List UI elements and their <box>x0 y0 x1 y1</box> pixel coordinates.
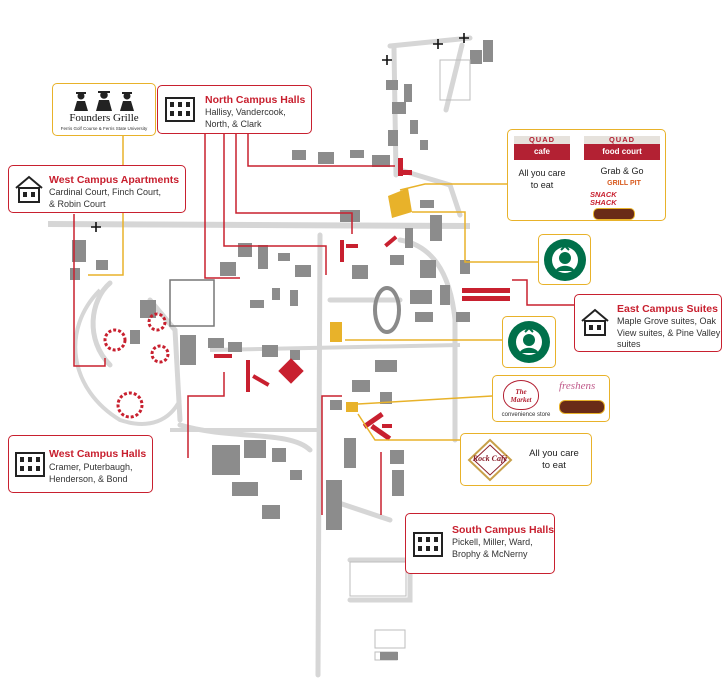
founders-grille-name: Founders Grille <box>69 112 139 124</box>
quad-dining-callout[interactable]: QUAD cafe All you care to eat QUAD food … <box>507 129 666 221</box>
starbucks-logo <box>544 239 586 281</box>
road-left-ring <box>73 288 182 426</box>
cross-marker-icon <box>91 33 469 232</box>
starbucks-logo <box>508 321 550 363</box>
house-icon <box>15 175 43 203</box>
building-icon <box>15 452 45 477</box>
road-northeast <box>443 42 465 113</box>
building-icon <box>413 532 443 557</box>
road-ring-west <box>90 280 113 368</box>
east-suites-subtitle: Maple Grove suites, Oak View suites, & P… <box>617 316 721 349</box>
snack-shack-logo: SNACK SHACK <box>590 190 617 207</box>
rock-cafe-callout[interactable]: Rock Café All you care to eat <box>460 433 592 486</box>
dining-buildings <box>330 188 412 412</box>
west-campus-apartments-callout[interactable]: West Campus Apartments Cardinal Court, F… <box>8 165 186 213</box>
west-apartments-title: West Campus Apartments <box>49 174 180 186</box>
residence-leader-lines <box>73 134 575 515</box>
west-campus-halls-callout[interactable]: West Campus Halls Cramer, Puterbaugh, He… <box>8 435 153 493</box>
north-campus-subtitle: Hallisy, Vandercook, North, & Clark <box>205 107 286 129</box>
starbucks-north-callout[interactable] <box>538 234 591 285</box>
quad-cafe-top: QUAD <box>514 136 570 144</box>
south-campus-title: South Campus Halls <box>452 524 555 536</box>
founders-grille-tagline: Ferris Golf Course & Ferris State Univer… <box>60 126 148 131</box>
market-logo-text: The Market <box>510 388 532 404</box>
running-track <box>373 286 401 334</box>
road-east-1 <box>397 167 463 218</box>
main-road-horizontal <box>47 221 471 229</box>
road-west-loop <box>147 297 183 423</box>
quad-cafe-bottom: cafe <box>533 147 550 156</box>
north-campus-halls-callout[interactable]: North Campus Halls Hallisy, Vandercook, … <box>157 85 312 134</box>
south-building <box>380 652 398 660</box>
starbucks-central-callout[interactable] <box>502 316 556 368</box>
rock-cafe-logo <box>467 438 513 482</box>
north-campus-title: North Campus Halls <box>205 94 306 106</box>
founders-grille-callout[interactable]: Founders Grille Ferris Golf Course & Fer… <box>52 83 156 136</box>
west-halls-subtitle: Cramer, Puterbaugh, Henderson, & Bond <box>49 462 133 484</box>
founders-grille-logo <box>74 91 134 111</box>
west-halls-title: West Campus Halls <box>49 448 147 460</box>
quad-food-court-logo: QUAD food court <box>584 136 660 160</box>
grill-pit-logo: GRILL PIT <box>607 180 641 187</box>
sandwich-brand-logo <box>593 208 635 220</box>
quad-cafe-caption: All you care to eat <box>518 168 566 190</box>
sandwich-brand-logo <box>559 400 605 414</box>
freshens-logo: freshens <box>559 380 596 392</box>
main-road-vertical <box>315 232 323 678</box>
east-campus-suites-callout[interactable]: East Campus Suites Maple Grove suites, O… <box>574 294 722 352</box>
south-campus-subtitle: Pickell, Miller, Ward, Brophy & McNerny <box>452 537 533 559</box>
west-apartment-clusters <box>103 312 170 419</box>
west-apartments-subtitle: Cardinal Court, Finch Court, & Robin Cou… <box>49 187 162 209</box>
residence-buildings <box>214 158 510 441</box>
market-caption: convenience store <box>501 412 551 418</box>
market-callout[interactable]: The Market freshens convenience store <box>492 375 610 422</box>
road-mid-horizontal <box>209 343 461 352</box>
quad-food-court-bottom: food court <box>602 147 642 156</box>
road-north-spur <box>387 35 473 49</box>
market-logo <box>503 380 539 410</box>
quad-food-court-caption: Grab & Go <box>600 166 644 176</box>
quad-cafe-logo: QUAD cafe <box>514 136 570 160</box>
south-campus-halls-callout[interactable]: South Campus Halls Pickell, Miller, Ward… <box>405 513 555 574</box>
quad-food-court-top: QUAD <box>584 136 660 144</box>
road-south-loop <box>347 557 413 603</box>
east-suites-title: East Campus Suites <box>617 303 718 315</box>
rock-cafe-caption: All you care to eat <box>529 448 579 471</box>
rock-cafe-name: Rock Café <box>472 454 508 463</box>
building-icon <box>165 97 195 122</box>
stadium-field <box>169 279 215 327</box>
house-icon <box>581 308 609 336</box>
